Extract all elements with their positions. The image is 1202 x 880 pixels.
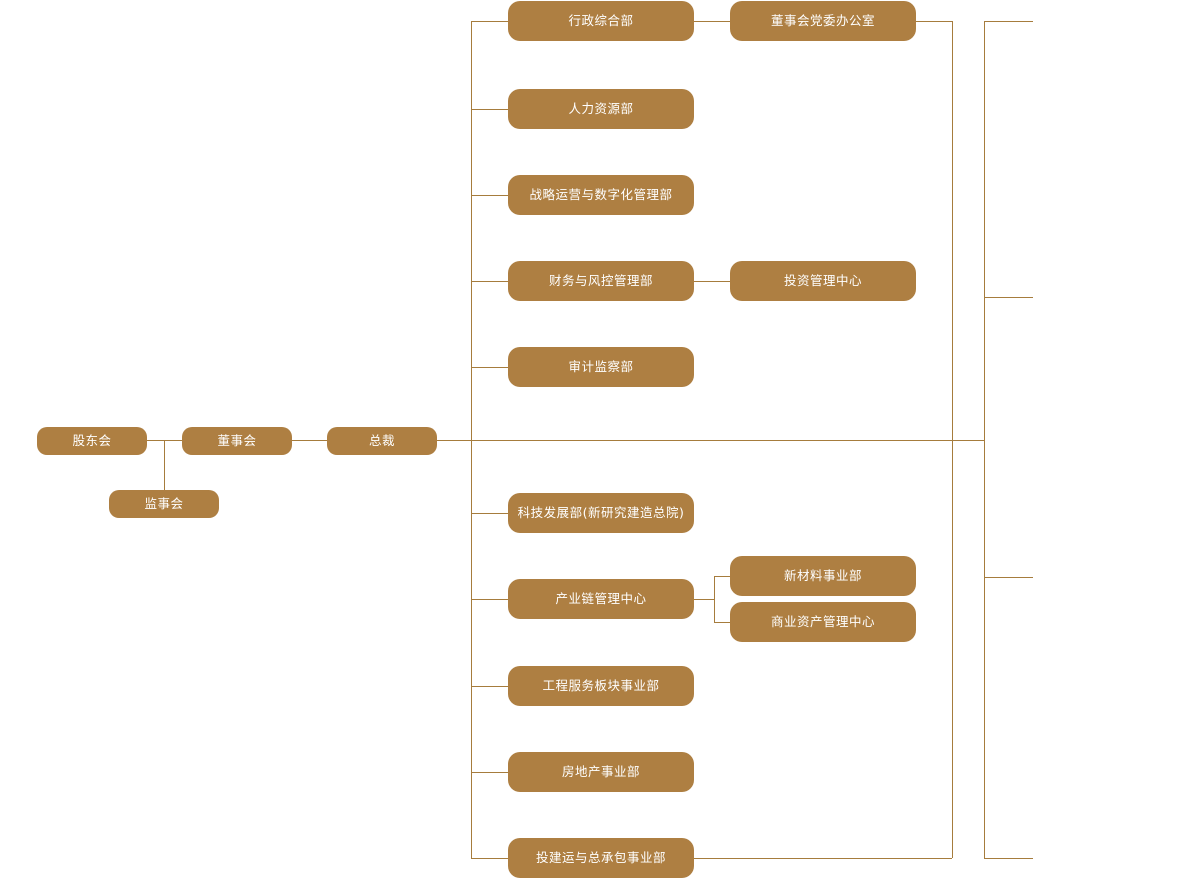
right-spine-outer <box>984 21 985 858</box>
connector-lower-dept-4 <box>471 858 508 859</box>
right-bracket-top-stub <box>984 21 1033 22</box>
connector-lower-dept-1 <box>471 599 508 600</box>
connector-sub-board-office <box>694 21 730 22</box>
connector-dept-4 <box>471 367 508 368</box>
node-dept-technology-development[interactable]: 科技发展部(新研究建造总院) <box>508 493 694 533</box>
connector-lower-dept-2 <box>471 686 508 687</box>
connector-invest-build-right <box>694 858 952 859</box>
connector-board-president <box>292 440 327 441</box>
connector-industry-chain-stem <box>694 599 714 600</box>
node-sub-new-materials[interactable]: 新材料事业部 <box>730 556 916 596</box>
node-sub-investment-center[interactable]: 投资管理中心 <box>730 261 916 301</box>
right-spine-inner <box>952 21 953 858</box>
node-sub-board-party-office[interactable]: 董事会党委办公室 <box>730 1 916 41</box>
node-dept-audit-supervision[interactable]: 审计监察部 <box>508 347 694 387</box>
node-dept-administration[interactable]: 行政综合部 <box>508 1 694 41</box>
connector-dept-2 <box>471 195 508 196</box>
connector-president-trunk <box>437 440 984 441</box>
connector-supervisors-vertical <box>164 440 165 504</box>
connector-sub-commercial-assets <box>714 622 730 623</box>
connector-lower-dept-0 <box>471 513 508 514</box>
node-sub-commercial-asset-management[interactable]: 商业资产管理中心 <box>730 602 916 642</box>
connector-dept-1 <box>471 109 508 110</box>
connector-lower-dept-3 <box>471 772 508 773</box>
connector-board-office-right <box>916 21 952 22</box>
right-bracket-mid-stub <box>984 297 1033 298</box>
node-dept-finance-risk[interactable]: 财务与风控管理部 <box>508 261 694 301</box>
node-dept-industry-chain[interactable]: 产业链管理中心 <box>508 579 694 619</box>
right-bracket-bottom-stub <box>984 858 1033 859</box>
right-bracket-lower-stub <box>984 577 1033 578</box>
node-board[interactable]: 董事会 <box>182 427 292 455</box>
node-dept-strategy-digital[interactable]: 战略运营与数字化管理部 <box>508 175 694 215</box>
node-supervisors[interactable]: 监事会 <box>109 490 219 518</box>
connector-dept-3 <box>471 281 508 282</box>
connector-sub-new-materials <box>714 576 730 577</box>
node-dept-human-resources[interactable]: 人力资源部 <box>508 89 694 129</box>
connector-dept-0 <box>471 21 508 22</box>
node-shareholders[interactable]: 股东会 <box>37 427 147 455</box>
trunk-departments-spine <box>471 21 472 859</box>
connector-industry-chain-bracket <box>714 576 715 623</box>
node-dept-real-estate[interactable]: 房地产事业部 <box>508 752 694 792</box>
node-dept-invest-build-operate[interactable]: 投建运与总承包事业部 <box>508 838 694 878</box>
node-dept-engineering-services[interactable]: 工程服务板块事业部 <box>508 666 694 706</box>
connector-sub-investment <box>694 281 730 282</box>
node-president[interactable]: 总裁 <box>327 427 437 455</box>
